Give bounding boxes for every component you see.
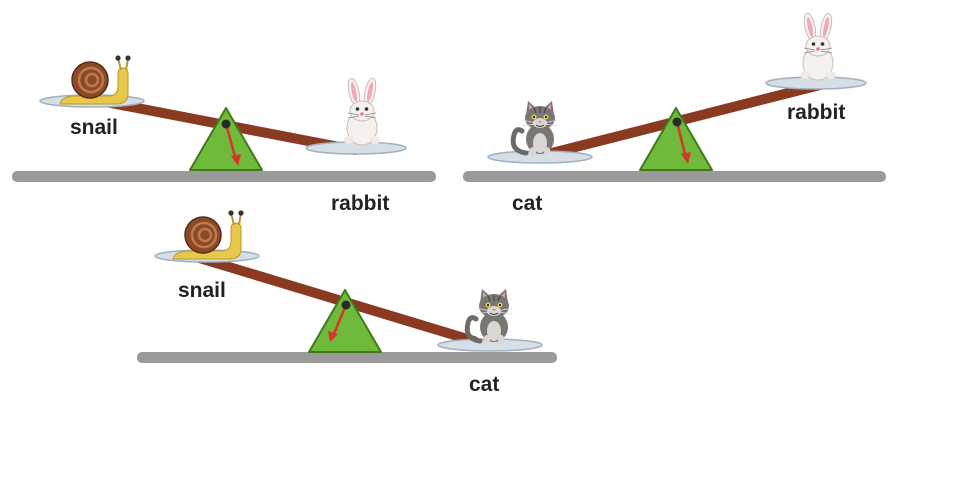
ground-line xyxy=(463,171,886,182)
left-label: snail xyxy=(70,116,118,139)
seesaw-1: snail rabbit xyxy=(12,54,436,215)
right-pan xyxy=(437,289,543,352)
left-label: snail xyxy=(178,279,226,302)
rabbit-icon xyxy=(343,76,381,146)
left-label: cat xyxy=(512,192,542,215)
pointer-arrow xyxy=(328,300,351,342)
ground-line xyxy=(137,352,557,363)
right-pan xyxy=(765,11,867,90)
right-label: rabbit xyxy=(331,192,389,215)
cat-icon xyxy=(467,289,512,343)
seesaw-3: snail cat xyxy=(137,209,557,396)
fulcrum xyxy=(189,107,263,171)
cat-icon xyxy=(513,101,558,155)
seesaw-2: cat rabbit xyxy=(463,11,886,215)
pointer-arrow xyxy=(221,119,241,166)
right-label: cat xyxy=(469,373,499,396)
left-pan xyxy=(39,54,145,108)
pointer-arrow xyxy=(672,117,691,164)
plank xyxy=(191,252,479,346)
snail-icon xyxy=(58,54,132,106)
snail-icon xyxy=(171,209,245,261)
fulcrum xyxy=(639,107,713,171)
rabbit-icon xyxy=(799,11,837,81)
left-pan xyxy=(487,101,593,164)
ground-line xyxy=(12,171,436,182)
right-pan xyxy=(305,76,407,155)
right-label: rabbit xyxy=(787,101,845,124)
fulcrum xyxy=(308,289,382,353)
left-pan xyxy=(154,209,260,263)
